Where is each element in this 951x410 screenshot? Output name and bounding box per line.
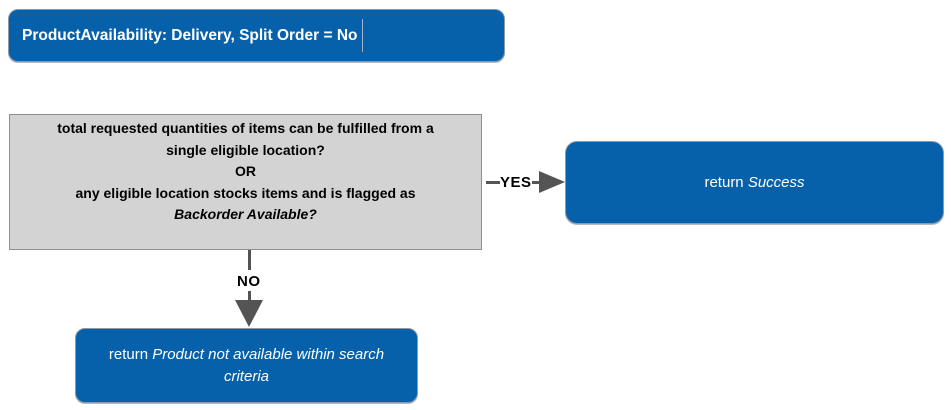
node-title[interactable]: ProductAvailability: Delivery, Split Ord… — [8, 9, 505, 62]
decision-line: single eligible location? — [166, 141, 325, 158]
success-label: return Success — [704, 174, 805, 191]
yes-edge-label: YES — [500, 174, 532, 191]
no-arrowhead-icon — [235, 300, 263, 327]
yes-edge-line — [532, 181, 539, 184]
title-label: ProductAvailability: Delivery, Split Ord… — [22, 26, 358, 44]
decision-line: total requested quantities of items can … — [57, 120, 434, 136]
node-return-success[interactable]: return Success — [565, 141, 944, 224]
node-decision[interactable]: total requested quantities of items can … — [9, 114, 482, 250]
no-edge-line — [248, 250, 251, 270]
no-edge-line — [248, 291, 251, 300]
text-cursor — [361, 19, 363, 52]
yes-arrowhead-icon — [539, 171, 565, 193]
decision-line: any eligible location stocks items and i… — [75, 184, 416, 201]
yes-edge-line — [486, 181, 500, 184]
decision-line-italic: Backorder Available? — [174, 206, 317, 222]
node-return-not-available[interactable]: return Product not available within sear… — [75, 328, 418, 403]
notfound-label-line1: return Product not available within sear… — [108, 345, 385, 363]
decision-line: OR — [235, 163, 256, 179]
notfound-label-line2: criteria — [223, 367, 269, 385]
no-edge-label: NO — [237, 273, 261, 290]
